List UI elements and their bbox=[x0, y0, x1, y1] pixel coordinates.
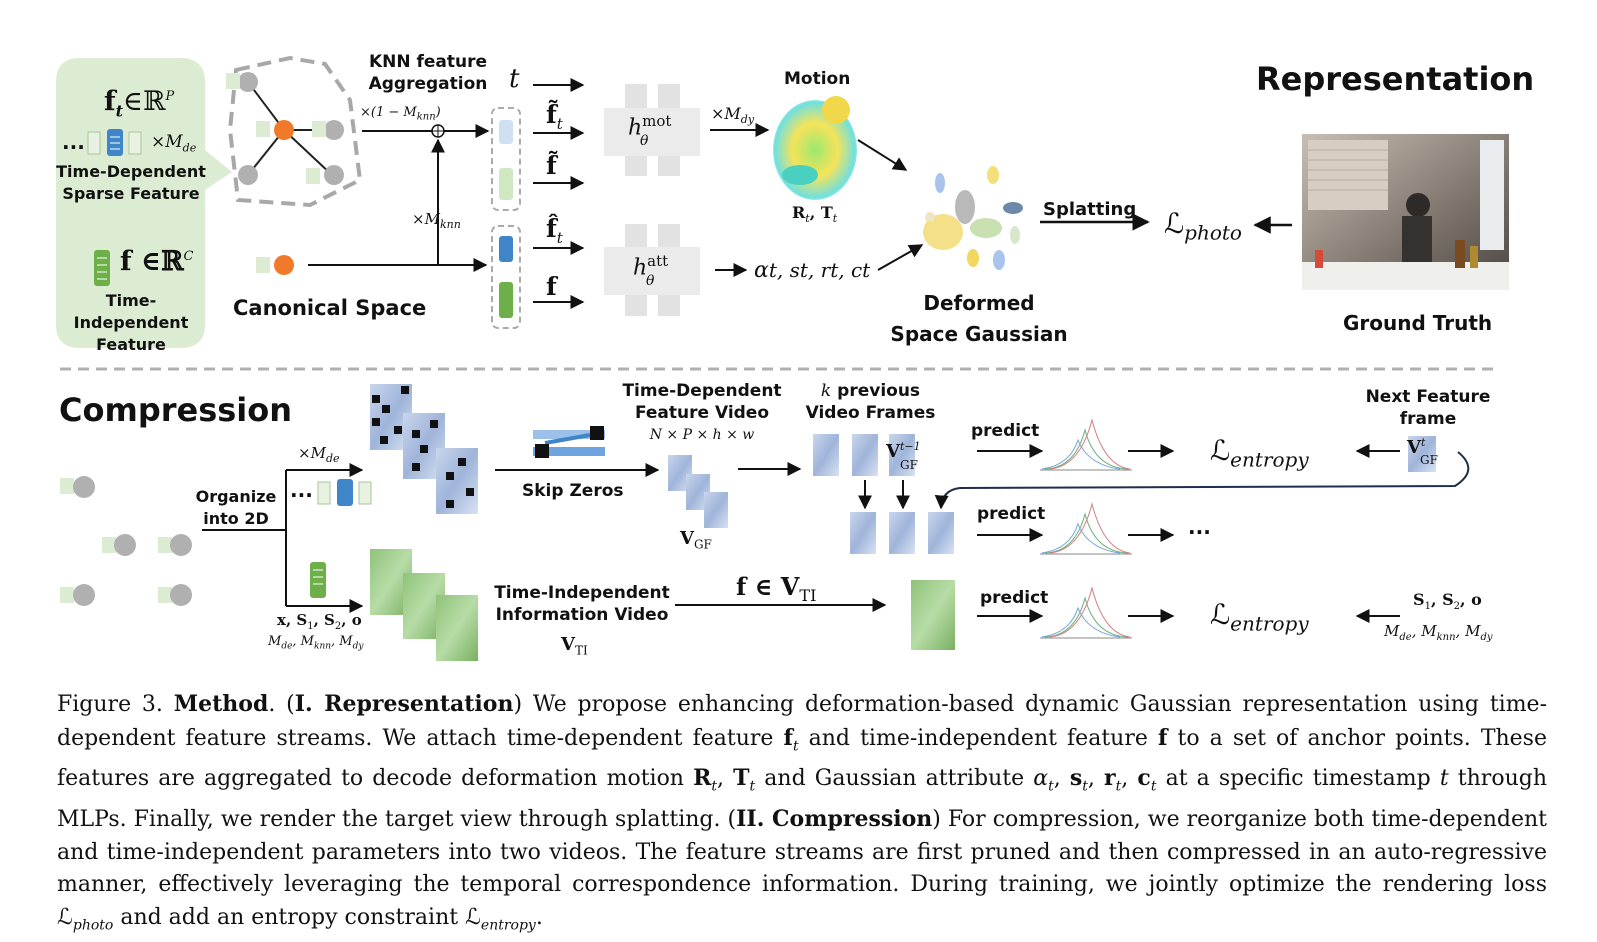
deformed-gaussians bbox=[923, 166, 1023, 270]
knn-graph bbox=[226, 72, 344, 185]
canonical-node bbox=[256, 255, 294, 275]
t-label: t bbox=[509, 64, 520, 94]
point-cloud-nodes bbox=[60, 476, 192, 606]
splatting-label: Splatting bbox=[1043, 199, 1137, 220]
compression-title: Compression bbox=[59, 391, 293, 429]
sparse-feature-frames bbox=[370, 384, 478, 514]
ti-feature-bar-icon bbox=[94, 250, 110, 286]
ft-hat: f̂t bbox=[546, 214, 563, 247]
skip-zeros-icon bbox=[533, 426, 605, 458]
td-feature-stack-icon bbox=[87, 129, 142, 156]
vgf-t1-label: Vt−1 bbox=[886, 440, 921, 462]
figure-caption: Figure 3. Method. (I. Representation) We… bbox=[57, 691, 1548, 934]
dots-2: ... bbox=[290, 478, 313, 502]
l-entropy-1: ℒentropy bbox=[1210, 434, 1309, 472]
s1s2o-label: S1, S2, o bbox=[1413, 590, 1482, 613]
h-mot: hmot bbox=[628, 112, 672, 141]
distribution-2 bbox=[1040, 502, 1132, 555]
motion-visualization bbox=[773, 96, 857, 200]
predict-label-3: predict bbox=[980, 588, 1049, 608]
masks-label: Mde, Mknn, Mdy bbox=[268, 634, 364, 652]
diagram-canvas bbox=[56, 55, 1509, 661]
mlp-att bbox=[604, 224, 700, 316]
vgf-label: VGF bbox=[680, 528, 712, 552]
xs-label: x, S1, S2, o bbox=[277, 611, 362, 632]
vgf-t1-sub: GF bbox=[900, 458, 918, 472]
knn-neighborhood bbox=[227, 55, 363, 208]
more-dots: ... bbox=[1188, 515, 1211, 539]
mlp-mot bbox=[604, 84, 700, 176]
f-in-vti: f ∈ VTI bbox=[736, 572, 817, 605]
feature-video bbox=[668, 455, 728, 528]
mde-label-2: ×Mde bbox=[298, 444, 340, 465]
distribution-3 bbox=[1040, 586, 1132, 639]
mknn-label: ×Mknn bbox=[412, 210, 461, 231]
ground-truth-label: Ground Truth bbox=[1343, 311, 1493, 335]
l-photo: ℒphoto bbox=[1164, 207, 1242, 245]
vgf-t-label: Vt bbox=[1407, 436, 1426, 458]
h-att: hatt bbox=[633, 252, 669, 281]
mde-label: ×Mde bbox=[151, 132, 197, 155]
representation-title: Representation bbox=[1256, 60, 1535, 98]
feature-group-ti bbox=[491, 225, 521, 329]
ft-tilde: f̃t bbox=[546, 100, 563, 133]
ti-video-frame bbox=[911, 580, 955, 650]
ti-frames bbox=[370, 549, 478, 661]
f-tilde: f̃ bbox=[546, 151, 557, 180]
predict-label-2: predict bbox=[977, 504, 1046, 524]
skip-zeros-label: Skip Zeros bbox=[522, 481, 624, 501]
feature-group-td bbox=[491, 107, 521, 211]
knn-factor: ×(1 − Mknn) bbox=[360, 105, 441, 123]
right-masks-label: Mde, Mknn, Mdy bbox=[1384, 622, 1493, 643]
predict-label-1: predict bbox=[971, 421, 1040, 441]
mdy-label: ×Mdy bbox=[711, 104, 755, 127]
td-feature-video-dims: N × P × h × w bbox=[649, 427, 755, 443]
previous-frames bbox=[813, 434, 954, 554]
td-feature-math: ft∈ℝP bbox=[104, 86, 175, 121]
f-plain: f bbox=[546, 272, 557, 301]
ti-bar-icon-small bbox=[310, 562, 326, 598]
ground-truth-image bbox=[1302, 134, 1509, 290]
motion-label: Motion bbox=[784, 69, 851, 89]
rt-tt-label: Rt, Tt bbox=[792, 203, 838, 226]
vti-label: VTI bbox=[561, 634, 588, 658]
canonical-space-label: Canonical Space bbox=[233, 296, 427, 320]
distribution-1 bbox=[1040, 418, 1132, 471]
vgf-t-sub: GF bbox=[1420, 453, 1438, 467]
h-att-sub: θ bbox=[646, 273, 655, 289]
h-mot-sub: θ bbox=[640, 133, 649, 149]
td-stack-icon-small bbox=[317, 479, 372, 506]
l-entropy-2: ℒentropy bbox=[1210, 598, 1309, 636]
next-frame-thumb bbox=[1408, 436, 1436, 472]
dots: ... bbox=[62, 130, 85, 154]
attrs-label: αt, st, rt, ct bbox=[754, 258, 871, 283]
ti-feature-math: f ∈ℝC bbox=[120, 246, 194, 277]
